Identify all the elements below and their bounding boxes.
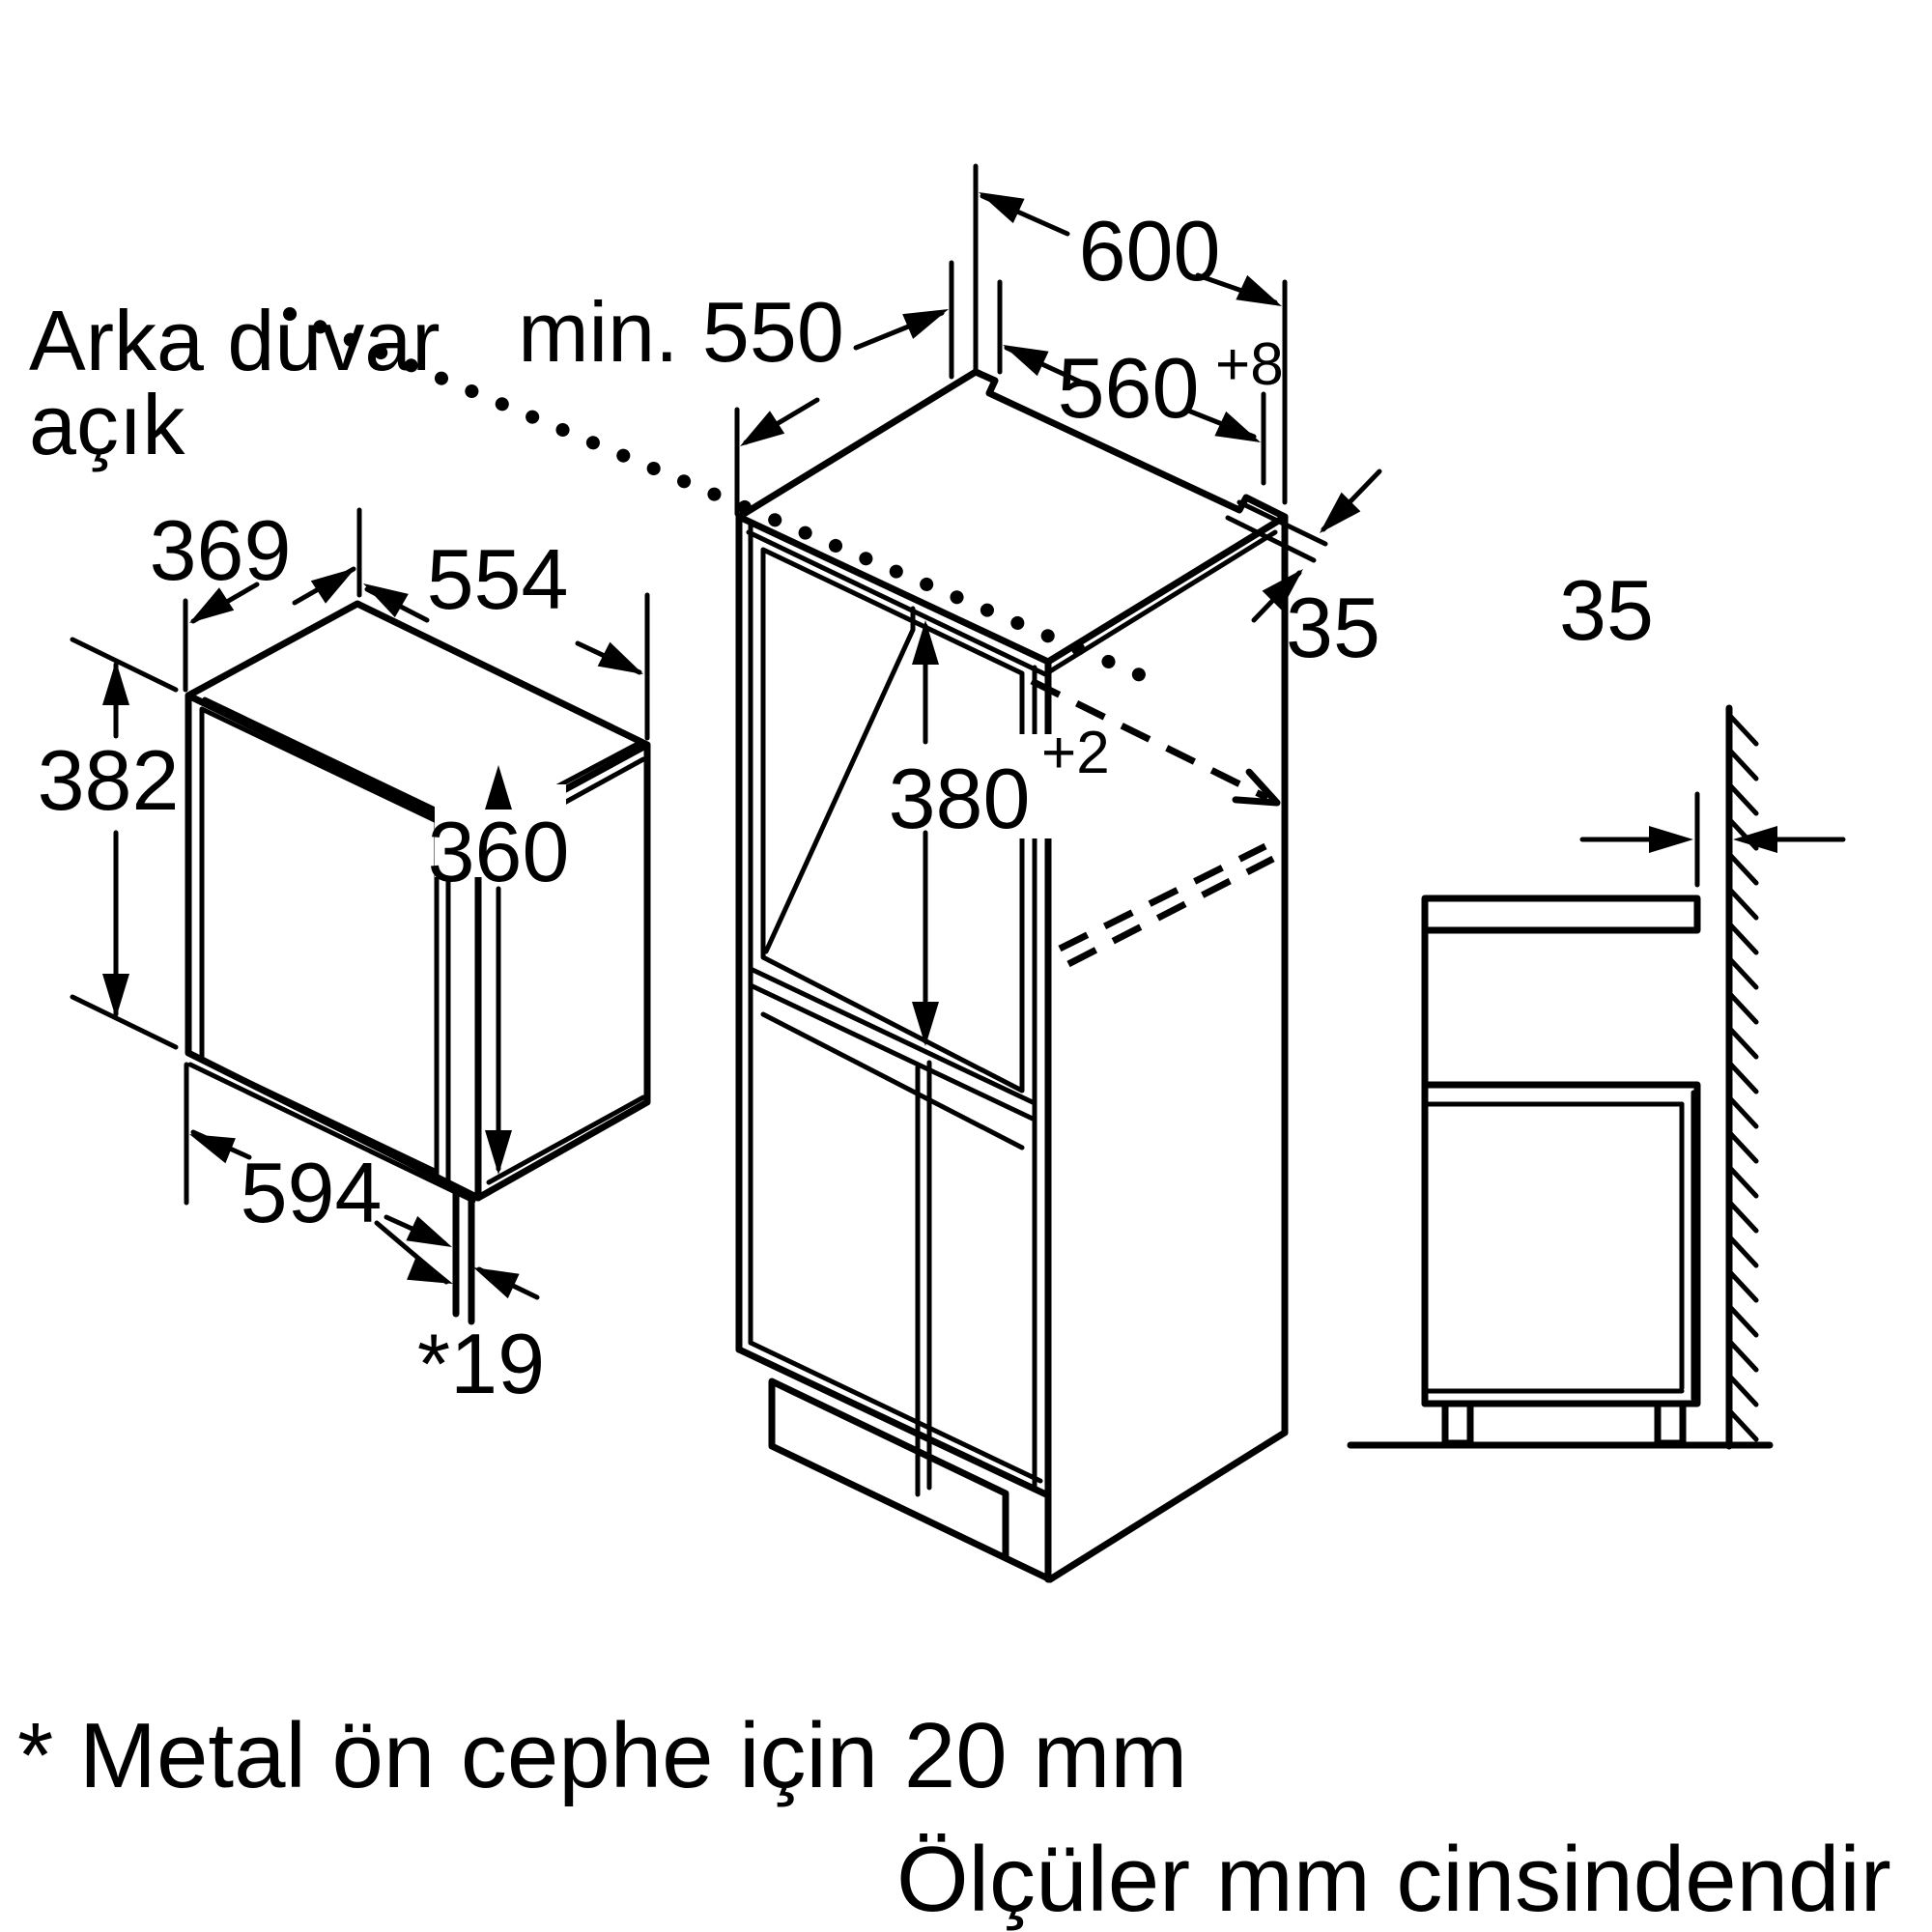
label-rail35: 35 [1286, 580, 1380, 675]
shelf-extension-dash-bottom1 [1058, 842, 1267, 952]
back-wall-note-line1: Arka duvar [29, 293, 440, 388]
label-560: 560 [1058, 340, 1200, 436]
cabinet-top-face-inner [746, 529, 1278, 677]
side-lower-box-inner [1422, 1101, 1685, 1394]
microwave-right-face [474, 741, 651, 1202]
cabinet-top-face [735, 368, 1289, 666]
dim-19-arrow-upper [406, 1215, 452, 1247]
open-back-dotted-line [283, 307, 1156, 686]
dim-380-arrow-down [912, 1002, 939, 1046]
microwave-view: 369 554 382 360 594 *19 [38, 502, 651, 1411]
niche-frame-inner [760, 547, 1025, 1094]
label-382: 382 [38, 732, 180, 828]
dim-wallgap-arrow-right [1733, 826, 1777, 853]
dim-369-arrow-right [310, 568, 355, 604]
shelf-extension-dash-bottom2 [1066, 855, 1275, 968]
dim-360-arrow-up [485, 765, 512, 810]
label-369: 369 [150, 502, 292, 598]
niche-frame-outer [748, 531, 1037, 1106]
label-380: 380 [889, 751, 1031, 846]
cabinet-bottom-front-edge-inner [748, 1340, 1043, 1484]
dim-594-arrow-right [407, 1254, 453, 1284]
footnote: * Metal ön cephe için 20 mm [17, 1704, 1187, 1807]
dim-382-arrow-down [102, 974, 129, 1018]
side-foot-right [1654, 1400, 1687, 1447]
label-554: 554 [427, 531, 569, 627]
label-19: *19 [417, 1316, 545, 1411]
dim-550-arrow-left [740, 411, 785, 446]
label-360: 360 [428, 804, 570, 899]
dim-560-arrow-left [1003, 345, 1049, 377]
dim-rail35-arrow-lower [1262, 569, 1303, 611]
side-view: 35 [1347, 562, 1846, 1450]
units-note: Ölçüler mm cinsindendir [896, 1828, 1891, 1931]
cabinet-view: min. 550 600 560 +8 380 +2 35 [283, 163, 1382, 1583]
text-notes: Arka duvar açık * Metal ön cephe için 20… [17, 293, 1891, 1931]
top-rail-edge-lines [1225, 499, 1328, 563]
cabinet-bottom-right-edge [1046, 1429, 1289, 1583]
side-lower-box [1421, 1081, 1701, 1407]
dim-600-arrow-right [1236, 274, 1282, 306]
shelf-extension-open-arrow [1232, 768, 1281, 807]
front-panel-protrusion-lines [452, 1184, 475, 1325]
side-door-lines [1679, 1090, 1696, 1402]
dim-554-arrow-left [363, 583, 409, 618]
ext-382-bottom [70, 994, 179, 1050]
wall-hatching [1726, 712, 1759, 1442]
label-380-tolerance: +2 [1041, 720, 1110, 786]
cabinet-bottom-front-edge [735, 1346, 1052, 1499]
halo-380 [881, 734, 1121, 838]
dim-369-arrow-left [189, 587, 235, 623]
shelf-band-line1 [748, 982, 1037, 1122]
back-wall-note-line2: açık [29, 377, 185, 472]
dim-380-arrow-up [912, 620, 939, 665]
label-600: 600 [1079, 203, 1221, 298]
dim-19-arrow-lower [473, 1267, 520, 1299]
label-wallgap-35: 35 [1559, 562, 1654, 658]
dim-rail35-arrow-upper [1320, 492, 1361, 533]
dim-594-arrow-left [189, 1134, 236, 1164]
label-560-tolerance: +8 [1215, 331, 1284, 398]
dim-360-arrow-down [485, 1130, 512, 1175]
microwave-door-border [199, 706, 440, 1175]
cabinet-plinth [768, 1378, 1054, 1583]
niche-interior-corner [763, 606, 916, 954]
shelf-band-line2 [760, 1011, 1025, 1151]
side-foot-left [1441, 1400, 1474, 1447]
dim-382-arrow-up [102, 661, 129, 705]
label-594: 594 [241, 1145, 383, 1240]
dim-550-arrow-right [902, 309, 949, 339]
label-min550: min. 550 [518, 284, 844, 380]
shelf-extension-dash-top [1030, 677, 1269, 802]
dim-600-arrow-left [979, 192, 1025, 224]
dim-554-arrow-right [597, 641, 643, 674]
dim-560-arrow-right [1214, 411, 1261, 442]
side-top-panel [1421, 895, 1701, 934]
ext-382-top [70, 637, 179, 693]
microwave-door-bottom-lip [187, 1062, 476, 1204]
dim-wallgap-arrow-left [1649, 826, 1693, 853]
